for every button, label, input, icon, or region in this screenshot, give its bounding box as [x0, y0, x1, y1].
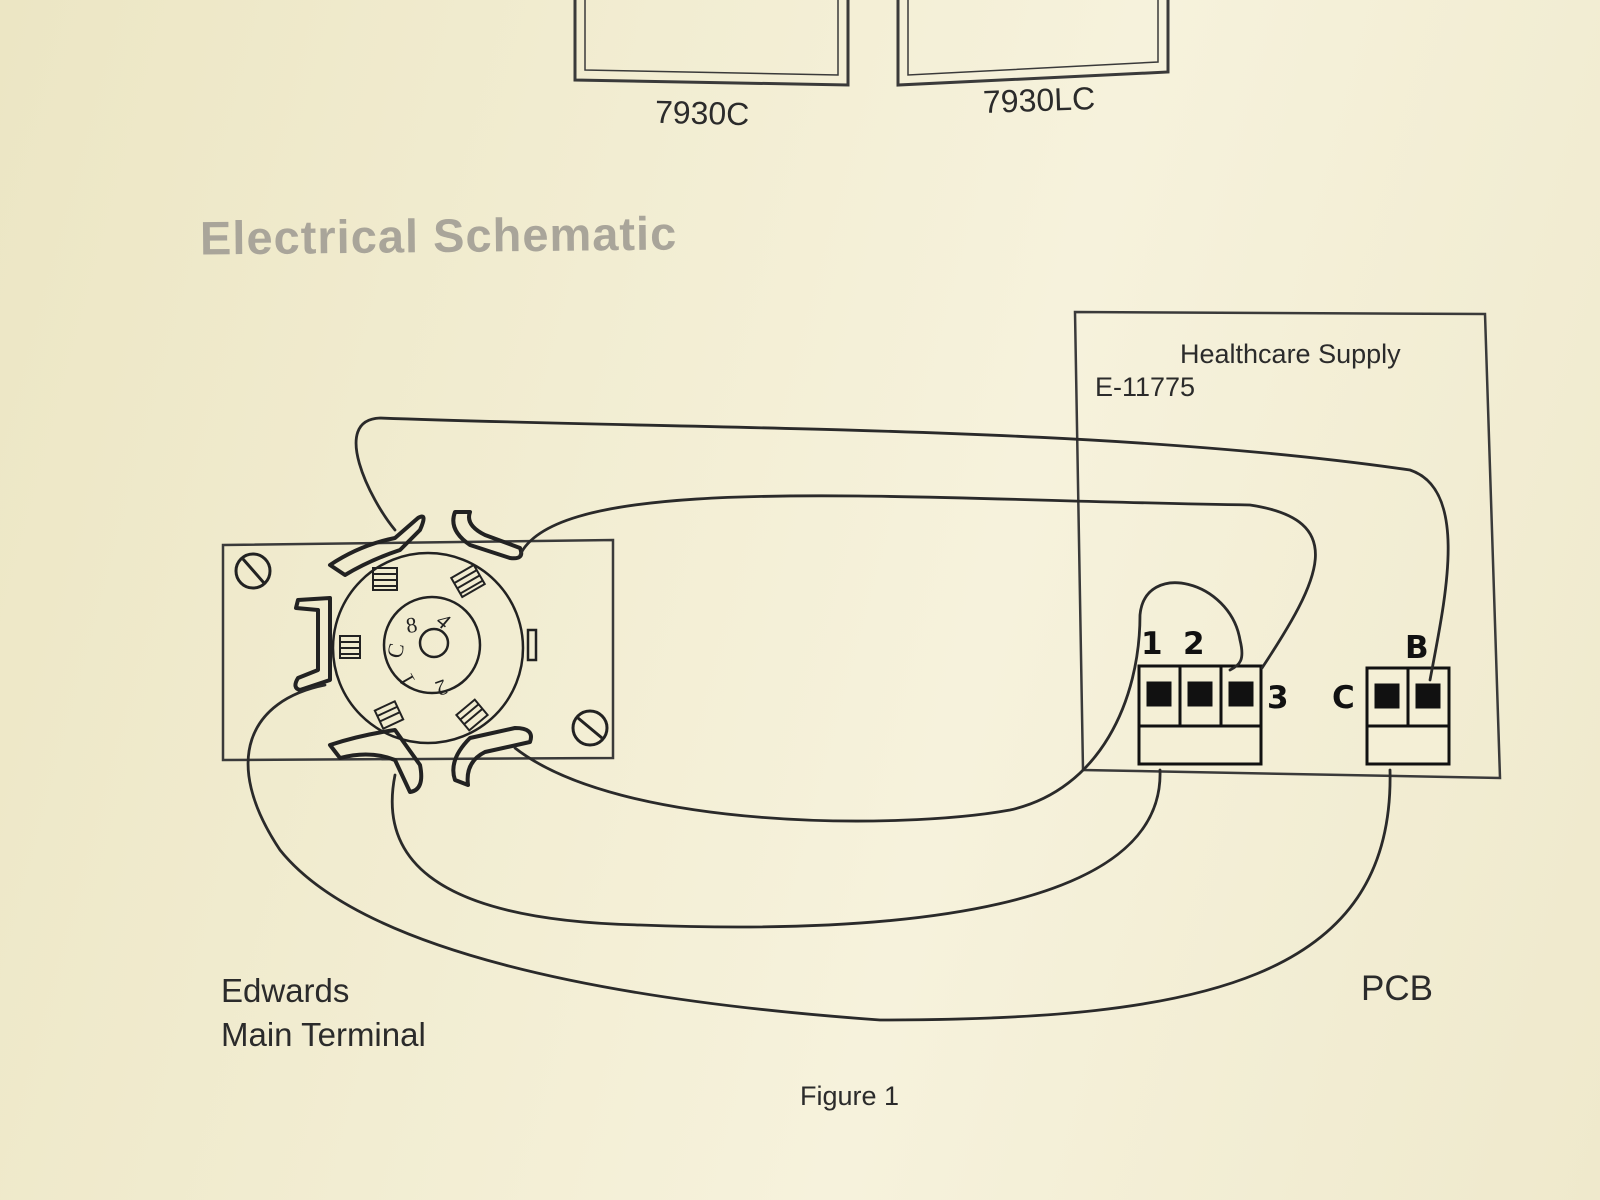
supply-name-label: Healthcare Supply: [1180, 339, 1401, 369]
model-label-7930lc: 7930LC: [982, 80, 1096, 120]
wire-socket-to-terminal-b: [354, 416, 1450, 682]
wiring: [246, 416, 1450, 1022]
terminal-label-1: 1: [1141, 626, 1163, 662]
wire-socket-to-terminal-c: [246, 683, 1392, 1022]
terminal-label-c: C: [1332, 680, 1355, 716]
model-box-7930c: [573, 0, 850, 87]
socket-screw-blocks: [339, 563, 490, 732]
supply-enclosure: [1073, 310, 1502, 780]
main-terminal-label-line2: Main Terminal: [221, 1016, 426, 1053]
pcb-label: PCB: [1361, 969, 1433, 1008]
pcb-connector-c-b: [1365, 666, 1451, 766]
socket-number-8: 8: [404, 612, 419, 639]
mounting-screw-right: [571, 709, 609, 747]
main-terminal-plate: [221, 538, 615, 762]
wire-socket-to-terminal-1: [390, 768, 1162, 929]
terminal-socket: [331, 551, 538, 745]
mounting-screw-left: [234, 552, 272, 590]
wire-socket-to-terminal-2: [513, 581, 1244, 823]
terminal-label-3: 3: [1267, 680, 1289, 716]
main-terminal-label-line1: Edwards: [221, 972, 350, 1009]
socket-number-1: 1: [393, 669, 420, 691]
model-label-7930c: 7930C: [654, 93, 750, 133]
pcb-connector-1-2-3: [1137, 664, 1263, 766]
wire-socket-to-terminal-3: [518, 494, 1317, 670]
socket-number-2: 2: [432, 674, 451, 701]
supply-part-number: E-11775: [1095, 372, 1196, 402]
terminal-label-2: 2: [1183, 626, 1205, 662]
model-box-7930lc: [896, 0, 1170, 87]
figure-caption: Figure 1: [800, 1081, 900, 1111]
terminal-label-b: B: [1405, 630, 1429, 666]
section-heading: Electrical Schematic: [199, 206, 678, 265]
socket-number-c: C: [382, 641, 409, 660]
